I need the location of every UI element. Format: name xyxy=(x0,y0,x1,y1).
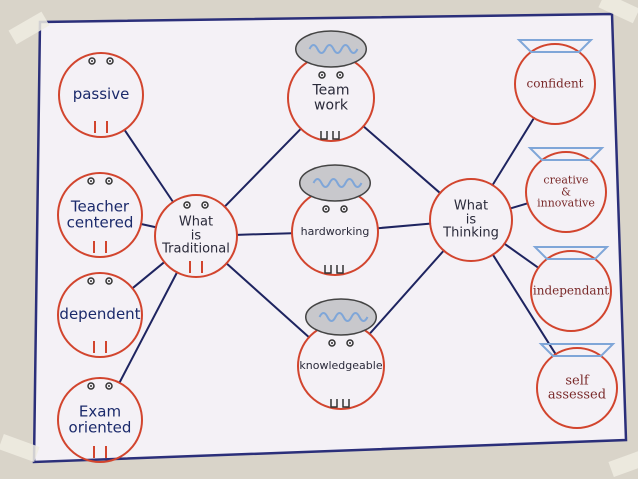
middle-node-team-work-label-line-0: Team xyxy=(312,83,349,98)
right-node-confident-label: confident xyxy=(526,78,583,91)
hub-what-is-traditional-label-line-2: Traditional xyxy=(162,243,230,257)
left-node-exam-oriented-label-line-1: oriented xyxy=(69,420,132,436)
middle-node-knowledgeable-pupil-1 xyxy=(349,342,351,344)
hub-what-is-thinking-label-line-0: What xyxy=(443,200,499,214)
middle-node-knowledgeable-label-line-0: knowledgeable xyxy=(299,360,382,372)
middle-node-team-work-label-line-1: work xyxy=(312,98,349,113)
middle-node-knowledgeable-hat xyxy=(306,299,377,335)
middle-node-hardworking-hat xyxy=(300,165,371,201)
middle-node-hardworking-pupil-0 xyxy=(325,208,327,210)
hub-what-is-traditional-pupil-0 xyxy=(186,204,188,206)
right-node-creative-innovative-label: creative&innovative xyxy=(537,175,595,210)
right-node-creative-innovative-label-line-2: innovative xyxy=(537,198,595,210)
middle-node-team-work-pupil-0 xyxy=(321,74,323,76)
left-node-exam-oriented-pupil-0 xyxy=(90,385,92,387)
hub-what-is-traditional-pupil-1 xyxy=(204,204,206,206)
left-node-teacher-centered-pupil-1 xyxy=(108,180,110,182)
middle-node-team-work-hat xyxy=(296,31,367,67)
middle-node-knowledgeable-label: knowledgeable xyxy=(299,360,382,372)
left-node-passive-label: passive xyxy=(73,87,130,103)
left-node-teacher-centered-pupil-0 xyxy=(90,180,92,182)
left-node-passive-label-line-0: passive xyxy=(73,87,130,103)
right-node-self-assessed-label-line-1: assessed xyxy=(548,388,606,402)
middle-node-knowledgeable-pupil-0 xyxy=(331,342,333,344)
left-node-dependent-label: dependent xyxy=(59,307,140,323)
tape-piece-2 xyxy=(608,449,638,477)
left-node-dependent-pupil-0 xyxy=(90,280,92,282)
left-node-dependent-label-line-0: dependent xyxy=(59,307,140,323)
left-node-exam-oriented-pupil-1 xyxy=(108,385,110,387)
right-node-independant-label-line-0: independant xyxy=(533,285,609,298)
left-node-dependent-pupil-1 xyxy=(108,280,110,282)
hub-what-is-thinking-label-line-1: is xyxy=(443,213,499,227)
middle-node-team-work-pupil-1 xyxy=(339,74,341,76)
right-node-confident-label-line-0: confident xyxy=(526,78,583,91)
right-node-independant-label: independant xyxy=(533,285,609,298)
left-node-passive-pupil-0 xyxy=(91,60,93,62)
middle-node-hardworking-label-line-0: hardworking xyxy=(301,226,370,238)
left-node-teacher-centered-label-line-1: centered xyxy=(67,215,134,231)
hub-what-is-thinking-label-line-2: Thinking xyxy=(443,227,499,241)
left-node-passive-pupil-1 xyxy=(109,60,111,62)
middle-node-hardworking-pupil-1 xyxy=(343,208,345,210)
hub-what-is-traditional-label: WhatisTraditional xyxy=(162,216,230,257)
right-node-creative-innovative-label-line-0: creative xyxy=(537,175,595,187)
hub-what-is-traditional-label-line-0: What xyxy=(162,216,230,230)
hub-what-is-traditional-label-line-1: is xyxy=(162,229,230,243)
right-node-self-assessed-label-line-0: self xyxy=(548,374,606,388)
middle-node-hardworking-label: hardworking xyxy=(301,226,370,238)
